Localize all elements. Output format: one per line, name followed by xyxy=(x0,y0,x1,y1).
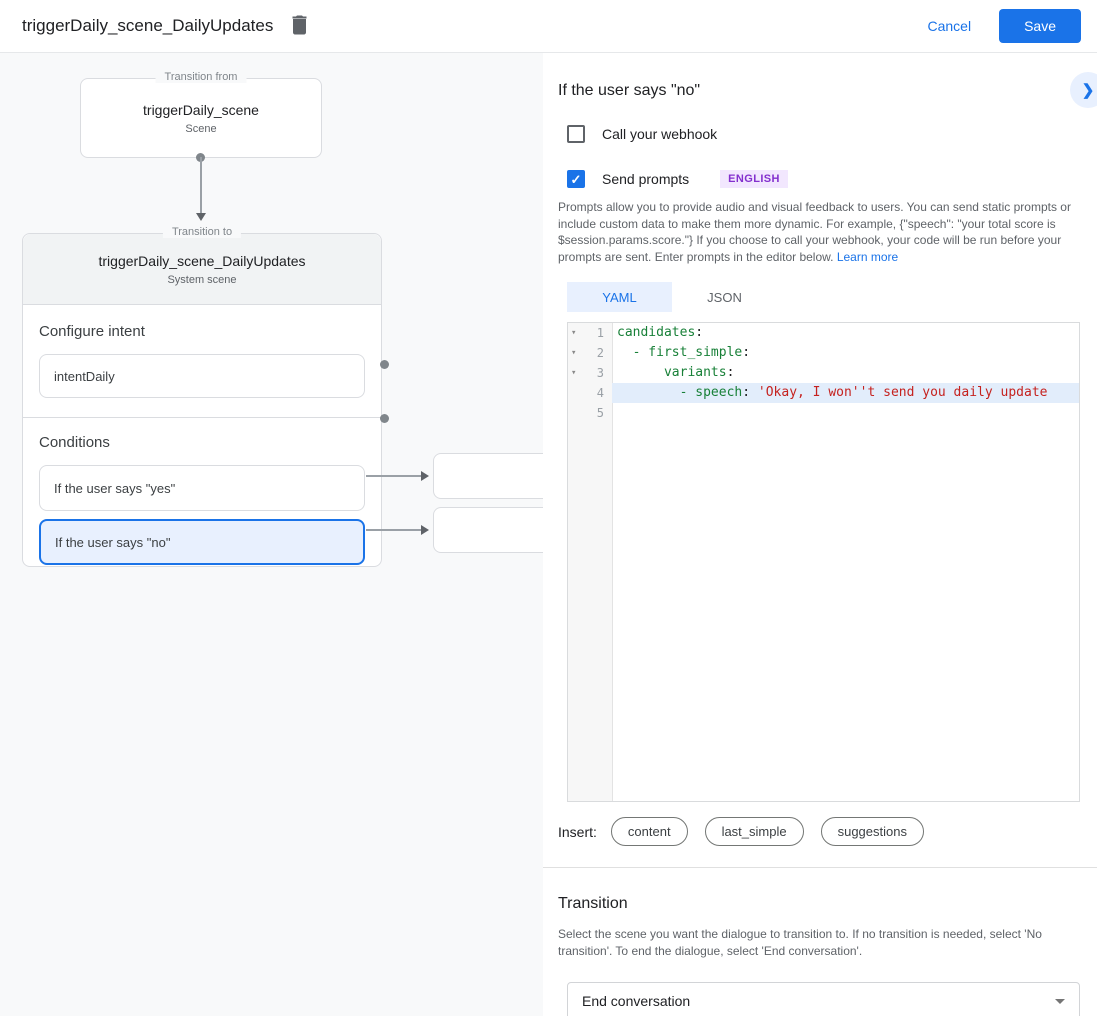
configure-intent-section: Configure intent intentDaily xyxy=(23,305,381,417)
save-button[interactable]: Save xyxy=(999,9,1081,43)
code-text: - first_simple: xyxy=(612,343,1079,363)
call-webhook-label: Call your webhook xyxy=(602,126,718,142)
code-token: : xyxy=(695,325,704,340)
connector-line-vertical xyxy=(200,157,202,215)
connector-line-horizontal xyxy=(366,475,423,477)
transition-to-card: Transition to triggerDaily_scene_DailyUp… xyxy=(22,226,389,567)
prompt-code-editor[interactable]: ▾1 candidates: ▾2 - first_simple: ▾3 var… xyxy=(567,322,1080,802)
divider xyxy=(543,867,1097,868)
fold-toggle-icon[interactable]: ▾ xyxy=(571,348,577,358)
insert-label: Insert: xyxy=(558,823,597,840)
code-line-5: 5 xyxy=(568,403,1079,423)
page-title: triggerDaily_scene_DailyUpdates xyxy=(22,16,274,35)
line-number: 2 xyxy=(596,346,604,360)
transition-select[interactable]: End conversation xyxy=(567,982,1080,1016)
code-text xyxy=(612,403,1079,423)
arrow-down-icon xyxy=(196,213,206,221)
code-text: variants: xyxy=(612,363,1079,383)
line-number: 4 xyxy=(596,386,604,400)
send-prompts-checkbox[interactable]: ✓ xyxy=(567,170,585,188)
transition-target-box[interactable] xyxy=(433,453,543,499)
line-number: 3 xyxy=(596,366,604,380)
gutter-line-1: ▾1 xyxy=(568,323,612,343)
insert-chip-last-simple[interactable]: last_simple xyxy=(704,817,804,846)
top-bar: triggerDaily_scene_DailyUpdates Cancel S… xyxy=(0,0,1097,53)
from-scene-name: triggerDaily_scene xyxy=(143,101,259,118)
to-scene-name: triggerDaily_scene_DailyUpdates xyxy=(98,252,306,269)
conditions-label: Conditions xyxy=(39,434,110,451)
prompts-description-text: Prompts allow you to provide audio and v… xyxy=(558,200,1071,264)
configure-intent-label: Configure intent xyxy=(39,323,145,340)
chevron-right-icon: ❯ xyxy=(1081,82,1095,99)
arrow-right-icon xyxy=(421,471,429,481)
line-number: 1 xyxy=(596,326,604,340)
code-token: - first_simple xyxy=(617,345,743,360)
condition-row-yes[interactable]: If the user says "yes" xyxy=(39,465,365,511)
learn-more-link[interactable]: Learn more xyxy=(836,249,899,264)
fold-toggle-icon[interactable]: ▾ xyxy=(571,368,577,378)
code-token: variants xyxy=(617,365,727,380)
transition-section-title: Transition xyxy=(558,895,628,912)
transition-select-value: End conversation xyxy=(582,993,691,1009)
condition-row-no[interactable]: If the user says "no" xyxy=(39,519,365,565)
delete-scene-button[interactable] xyxy=(290,14,309,38)
tab-yaml[interactable]: YAML xyxy=(567,282,672,312)
call-webhook-row: Call your webhook xyxy=(567,125,1080,143)
code-text: - speech: 'Okay, I won''t send you daily… xyxy=(612,383,1079,403)
gutter-line-5: 5 xyxy=(568,403,612,423)
connector-dot xyxy=(380,359,389,369)
transition-to-legend: Transition to xyxy=(162,226,242,238)
insert-chip-suggestions[interactable]: suggestions xyxy=(820,817,924,846)
tab-json[interactable]: JSON xyxy=(672,282,777,312)
send-prompts-row: ✓ Send prompts ENGLISH xyxy=(567,170,1080,188)
code-token: : xyxy=(742,345,751,360)
connector-line-horizontal xyxy=(366,529,423,531)
condition-detail-panel: ❯ If the user says "no" Call your webhoo… xyxy=(543,53,1097,1016)
language-badge: ENGLISH xyxy=(720,170,788,188)
transition-target-box[interactable] xyxy=(433,507,543,553)
gutter-line-2: ▾2 xyxy=(568,343,612,363)
check-icon: ✓ xyxy=(570,171,582,187)
intent-field[interactable]: intentDaily xyxy=(39,354,365,398)
transition-from-node[interactable]: Transition from triggerDaily_scene Scene xyxy=(80,71,322,158)
from-scene-type: Scene xyxy=(185,122,217,135)
insert-chips: content last_simple suggestions xyxy=(610,817,924,846)
code-line-4-active: 4 - speech: 'Okay, I won''t send you dai… xyxy=(568,383,1079,403)
send-prompts-label: Send prompts xyxy=(602,171,690,187)
divider xyxy=(23,417,381,418)
code-token: : xyxy=(742,385,758,400)
transition-to-header: triggerDaily_scene_DailyUpdates System s… xyxy=(23,234,381,305)
scene-flow-canvas: Transition from triggerDaily_scene Scene… xyxy=(0,53,543,1016)
editor-format-tabs: YAML JSON xyxy=(567,282,1080,312)
code-line-2: ▾2 - first_simple: xyxy=(568,343,1079,363)
call-webhook-checkbox[interactable] xyxy=(567,125,585,143)
gutter-line-4: 4 xyxy=(568,383,612,403)
transition-description: Select the scene you want the dialogue t… xyxy=(558,927,1042,958)
insert-row: Insert: content last_simple suggestions xyxy=(558,817,1080,846)
code-line-3: ▾3 variants: xyxy=(568,363,1079,383)
code-text: candidates: xyxy=(612,323,1079,343)
transition-from-legend: Transition from xyxy=(155,71,247,83)
gutter-line-3: ▾3 xyxy=(568,363,612,383)
arrow-right-icon xyxy=(421,525,429,535)
code-line-1: ▾1 candidates: xyxy=(568,323,1079,343)
code-token: candidates xyxy=(617,325,696,340)
trash-icon xyxy=(290,14,309,38)
cancel-button[interactable]: Cancel xyxy=(927,18,972,34)
prompts-description: Prompts allow you to provide audio and v… xyxy=(558,199,1082,265)
to-scene-type: System scene xyxy=(167,273,237,286)
dropdown-caret-icon xyxy=(1055,998,1065,1004)
code-token: - speech xyxy=(617,385,743,400)
code-token: 'Okay, I won''t send you daily update xyxy=(757,385,1048,400)
line-number: 5 xyxy=(596,406,604,420)
connector-dot xyxy=(380,413,389,423)
code-token: : xyxy=(726,365,735,380)
fold-toggle-icon[interactable]: ▾ xyxy=(571,328,577,338)
panel-title: If the user says "no" xyxy=(558,82,701,99)
insert-chip-content[interactable]: content xyxy=(610,817,688,846)
collapse-panel-button[interactable]: ❯ xyxy=(1070,72,1097,108)
conditions-section: Conditions If the user says "yes" If the… xyxy=(23,359,389,565)
